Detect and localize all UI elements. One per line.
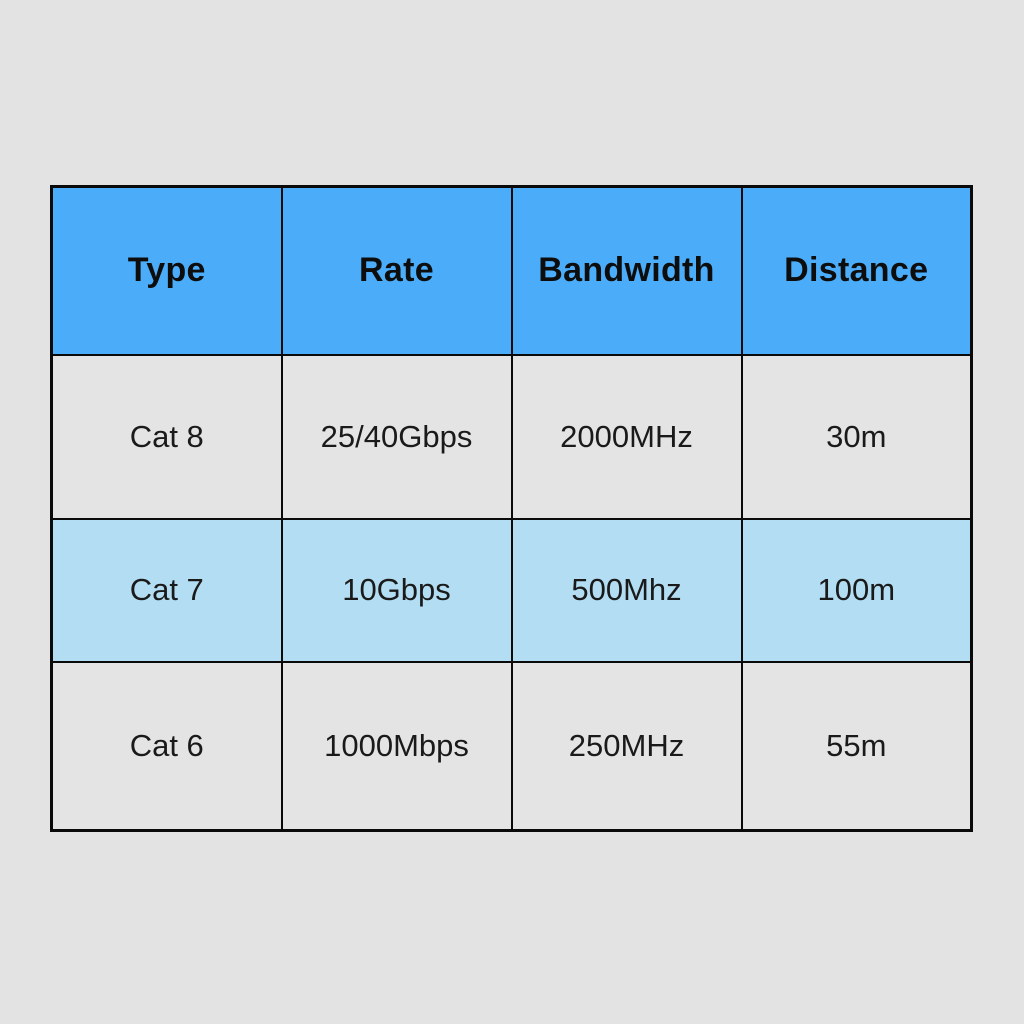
cell-cat7-type: Cat 7 [50,517,283,663]
table-row-cat7-highlighted: Cat 7 10Gbps 500Mhz 100m [50,517,973,663]
table-row-cat8: Cat 8 25/40Gbps 2000MHz 30m [50,353,973,520]
cell-cat8-type: Cat 8 [50,353,283,520]
cell-cat6-rate: 1000Mbps [280,660,513,832]
cell-cat6-type: Cat 6 [50,660,283,832]
table-header-row: Type Rate Bandwidth Distance [50,185,973,356]
cell-cat7-bandwidth: 500Mhz [510,517,743,663]
cell-cat8-bandwidth: 2000MHz [510,353,743,520]
cell-cat6-distance: 55m [740,660,973,832]
cell-cat6-bandwidth: 250MHz [510,660,743,832]
cell-cat8-distance: 30m [740,353,973,520]
cell-cat7-rate: 10Gbps [280,517,513,663]
cell-cat8-rate: 25/40Gbps [280,353,513,520]
table-row-cat6: Cat 6 1000Mbps 250MHz 55m [50,660,973,832]
column-header-rate: Rate [280,185,513,356]
cell-cat7-distance: 100m [740,517,973,663]
column-header-bandwidth: Bandwidth [510,185,743,356]
column-header-distance: Distance [740,185,973,356]
ethernet-category-spec-table: Type Rate Bandwidth Distance Cat 8 25/40… [50,185,973,832]
column-header-type: Type [50,185,283,356]
